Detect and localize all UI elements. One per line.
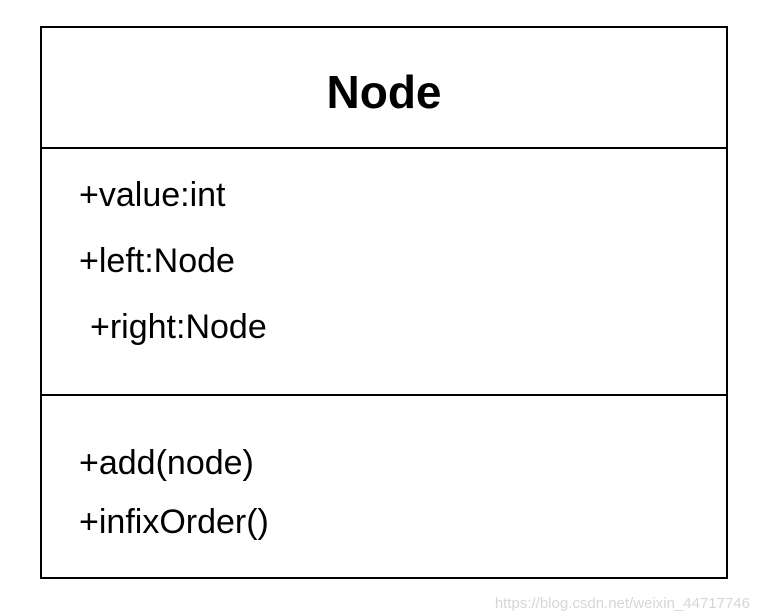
operation-add: +add(node)	[79, 444, 254, 482]
watermark-text: https://blog.csdn.net/weixin_44717746	[494, 595, 750, 612]
operation-infix-order: +infixOrder()	[79, 503, 269, 541]
class-name: Node	[326, 66, 442, 118]
class-header: Node	[42, 28, 726, 148]
uml-class-box: Node +value:int +left:Node +right:Node +…	[40, 26, 728, 579]
attributes-divider	[42, 394, 726, 396]
attribute-right: +right:Node	[90, 308, 267, 346]
header-divider	[42, 147, 726, 149]
attribute-left: +left:Node	[79, 242, 235, 280]
attribute-value: +value:int	[79, 176, 226, 214]
